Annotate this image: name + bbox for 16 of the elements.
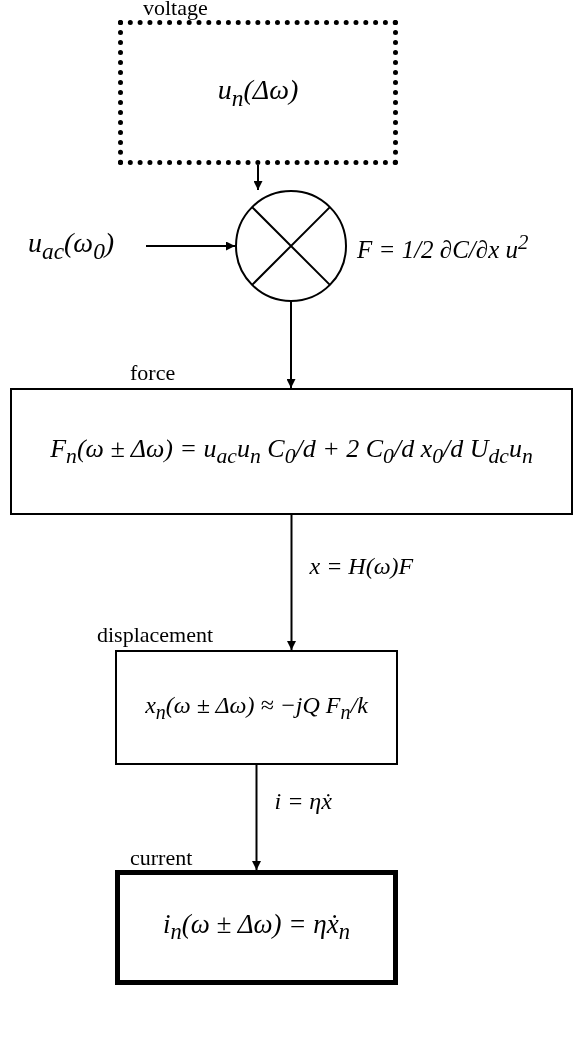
arrow	[286, 301, 296, 389]
box-heading: displacement	[97, 622, 214, 648]
formula-text: i$_{n}$(ω ± Δω) = ηẋ$_{n}$	[163, 909, 350, 946]
box-heading: force	[130, 360, 176, 386]
formula-text: u$_{n}$(Δω)	[217, 73, 299, 112]
arrow	[287, 514, 296, 651]
box-heading: voltage	[143, 0, 208, 21]
arrow	[145, 241, 236, 251]
formula-text: F = 1/2 ∂C/∂x u$^{2}$	[357, 230, 529, 265]
input-signal-text: u$_{ac}$(ω$_{0}$)	[28, 227, 115, 265]
formula-text: F$_{n}$(ω ± Δω) = u$_{ac}$u$_{n}$ C$_{0}$/d + 2 C$_{0}$/d x$_{0}$/d U$_{dc}$u$_{n}$	[50, 433, 533, 470]
arrow	[253, 164, 263, 191]
arrow	[252, 764, 261, 871]
multiplier-symbol	[235, 190, 347, 302]
box-heading: current	[130, 845, 193, 871]
formula-text: x$_{n}$(ω ± Δω) ≈ −jQ F$_{n}$/k	[145, 691, 368, 724]
